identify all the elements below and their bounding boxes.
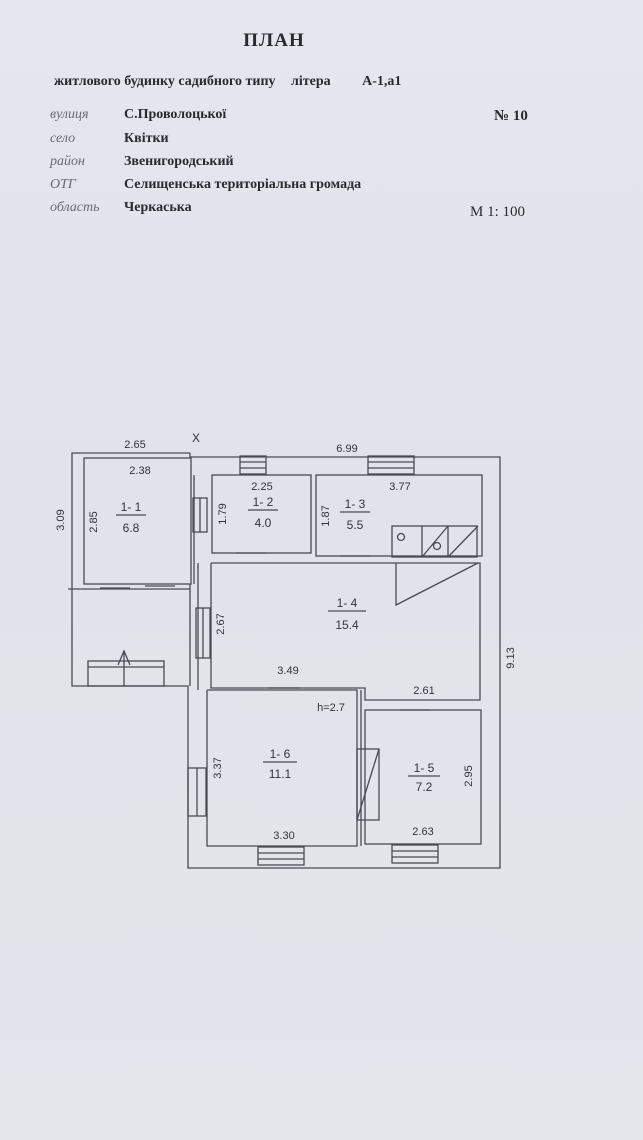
room-area: 15.4 [335, 618, 359, 632]
room-area: 5.5 [347, 518, 364, 532]
room-id: 1- 3 [345, 497, 366, 511]
dimension-label: 3.49 [277, 665, 298, 677]
dimension-label: 1.79 [217, 503, 229, 524]
dimension-label: 2.85 [88, 511, 100, 532]
address-label: вулиця [50, 107, 89, 122]
room-area: 11.1 [269, 767, 292, 781]
stove-line [421, 525, 449, 558]
subtitle-text: житлового будинку садибного типу [54, 74, 276, 89]
house-number: № 10 [494, 108, 528, 124]
dimension-label: 3.77 [389, 481, 410, 493]
dimension-label: 2.63 [412, 826, 433, 838]
address-label: район [50, 154, 85, 169]
dimension-label: 2.25 [251, 481, 272, 493]
address-value: Селищенська територіальна громада [124, 177, 362, 192]
address-village: село Квітки [50, 131, 169, 147]
document-title: ПЛАН [243, 30, 305, 51]
room-area: 6.8 [123, 521, 140, 535]
room-id: 1- 6 [270, 747, 291, 761]
stove-burner [396, 532, 406, 542]
entrance-arrow [117, 649, 131, 666]
room-area: 7.2 [416, 780, 433, 794]
address-value: Черкаська [124, 200, 192, 215]
window [239, 455, 267, 475]
scale-label: М 1: 100 [470, 204, 526, 220]
room-outline-1-6 [206, 689, 358, 847]
stove-block [391, 525, 478, 558]
ceiling-height-note: h=2.7 [317, 702, 345, 714]
dimension-label: 6.99 [336, 443, 357, 455]
dimension-label: 3.37 [212, 757, 224, 778]
window [257, 846, 305, 866]
address-region: область Черкаська [50, 200, 192, 216]
window [391, 844, 439, 864]
dimension-label: 3.09 [55, 509, 67, 530]
stove-line [395, 562, 479, 607]
stove-block [356, 748, 380, 821]
room-id: 1- 4 [337, 596, 358, 610]
dimension-label: 2.95 [463, 765, 475, 786]
stove-line [447, 525, 479, 558]
dimension-label: 1.87 [320, 505, 332, 526]
stove-line [356, 748, 380, 821]
address-label: область [50, 200, 100, 215]
dimension-label: 2.38 [129, 465, 150, 477]
address-value: Звенигородський [124, 154, 234, 169]
room-id: 1- 1 [121, 500, 142, 514]
address-label: село [50, 131, 76, 146]
stove-burner [432, 541, 442, 551]
marker-x: X [192, 431, 200, 445]
dimension-label: 2.67 [215, 613, 227, 634]
litera-code: А-1,а1 [362, 74, 402, 89]
address-label: ОТГ [50, 177, 76, 192]
entrance-stairs [87, 660, 165, 687]
room-outline-1-3 [315, 474, 483, 557]
litera-label: літера [291, 74, 331, 89]
dimension-label: 9.13 [505, 647, 517, 668]
document-subtitle: житлового будинку садибного типу літера … [54, 74, 401, 90]
address-street: вулиця С.Проволоцької [50, 107, 226, 123]
dimension-label: 3.30 [273, 830, 294, 842]
dimension-label: 2.65 [124, 439, 145, 451]
window [367, 455, 415, 475]
room-area: 4.0 [255, 516, 272, 530]
dimension-label: 2.61 [413, 685, 434, 697]
room-id: 1- 5 [414, 761, 435, 775]
address-district: район Звенигородський [50, 154, 234, 170]
outer-wall [71, 452, 501, 869]
room-outline-1-1 [83, 457, 192, 585]
address-value: С.Проволоцької [124, 107, 227, 122]
room-id: 1- 2 [253, 495, 274, 509]
room-outline-1-4 [210, 562, 481, 701]
address-community: ОТГ Селищенська територіальна громада [50, 177, 361, 193]
address-value: Квітки [124, 131, 169, 146]
